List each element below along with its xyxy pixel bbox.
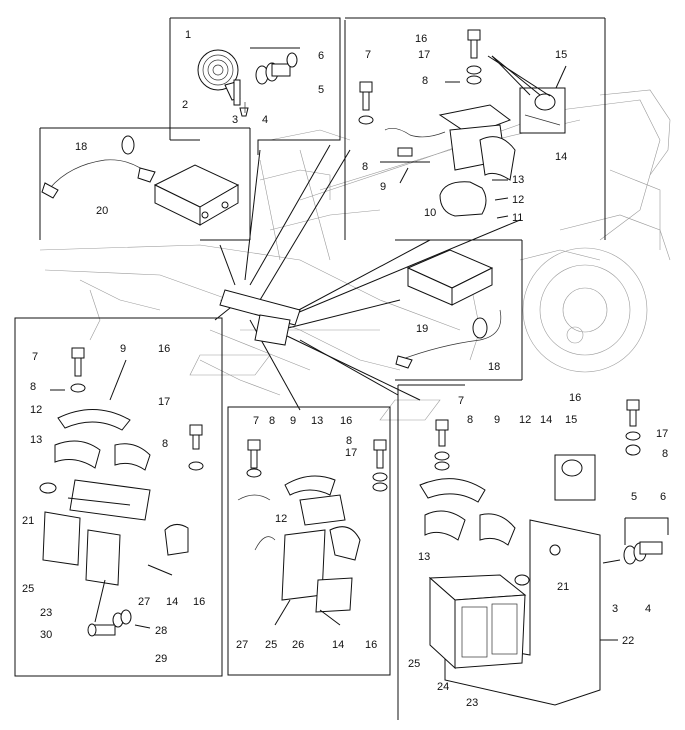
callout-label-c8: 8 bbox=[269, 415, 275, 427]
callout-label-l16: 16 bbox=[158, 343, 170, 355]
vehicle-background bbox=[39, 89, 671, 421]
callout-label-r18: 18 bbox=[75, 141, 87, 153]
callout-label-h3: 3 bbox=[232, 114, 238, 126]
callout-label-b3: 3 bbox=[612, 603, 618, 615]
callout-label-l30: 30 bbox=[40, 629, 52, 641]
callout-label-t14: 14 bbox=[555, 151, 567, 163]
callout-label-b8b: 8 bbox=[662, 448, 668, 460]
callout-label-c13: 13 bbox=[311, 415, 323, 427]
callout-label-c16: 16 bbox=[340, 415, 352, 427]
bolt-assembly-icon-bottom bbox=[623, 541, 663, 565]
callout-label-b4: 4 bbox=[645, 603, 651, 615]
callout-label-c8b: 8 bbox=[346, 435, 352, 447]
callout-label-t13: 13 bbox=[512, 174, 524, 186]
callout-label-b7: 7 bbox=[458, 395, 464, 407]
callout-label-l12: 12 bbox=[30, 404, 42, 416]
callout-label-l21: 21 bbox=[22, 515, 34, 527]
callout-label-t7: 7 bbox=[365, 49, 371, 61]
callout-label-b13: 13 bbox=[418, 551, 430, 563]
callout-label-h4: 4 bbox=[262, 114, 268, 126]
callout-label-l23: 23 bbox=[40, 607, 52, 619]
callout-label-h5: 5 bbox=[318, 84, 324, 96]
callout-label-h1: 1 bbox=[185, 29, 191, 41]
left-assembly-frame bbox=[14, 317, 223, 677]
callout-label-b21: 21 bbox=[557, 581, 569, 593]
callout-label-l8b: 8 bbox=[162, 438, 168, 450]
horn-detail-frame bbox=[169, 17, 341, 155]
callout-label-t8b: 8 bbox=[362, 161, 368, 173]
connector-lines bbox=[214, 144, 521, 411]
callout-label-c17: 17 bbox=[345, 447, 357, 459]
callout-label-l16b: 16 bbox=[193, 596, 205, 608]
center-assembly-frame bbox=[227, 406, 391, 676]
callout-label-t10: 10 bbox=[424, 207, 436, 219]
callout-label-h6: 6 bbox=[318, 50, 324, 62]
callout-label-c26: 26 bbox=[292, 639, 304, 651]
left-callouts: 7 9 16 8 17 12 8 13 21 25 23 27 14 16 30 28 29 bbox=[22, 343, 205, 665]
callout-label-b15: 15 bbox=[565, 414, 577, 426]
callout-label-l27: 27 bbox=[138, 596, 150, 608]
horn-callouts: 1 2 3 4 5 6 bbox=[182, 29, 324, 126]
relay-box-icon bbox=[153, 164, 240, 226]
bolt-icon-left bbox=[358, 81, 374, 125]
callout-label-b23: 23 bbox=[466, 697, 478, 709]
callout-label-t15: 15 bbox=[555, 49, 567, 61]
callout-label-c14: 14 bbox=[332, 639, 344, 651]
callout-label-l17: 17 bbox=[158, 396, 170, 408]
callout-label-h2: 2 bbox=[182, 99, 188, 111]
callout-label-l9: 9 bbox=[120, 343, 126, 355]
callout-label-m19: 19 bbox=[416, 323, 428, 335]
callout-label-b14: 14 bbox=[540, 414, 552, 426]
horn-icon bbox=[197, 49, 241, 106]
callout-label-t9: 9 bbox=[380, 181, 386, 193]
callout-label-l29: 29 bbox=[155, 653, 167, 665]
bolt-icon bbox=[466, 29, 482, 85]
callout-label-t16: 16 bbox=[415, 33, 427, 45]
callout-label-t11: 11 bbox=[512, 212, 523, 224]
callout-label-b9: 9 bbox=[494, 414, 500, 426]
relay-top-frame bbox=[39, 127, 251, 241]
bolt-icon-30 bbox=[87, 609, 132, 637]
callout-label-b12: 12 bbox=[519, 414, 531, 426]
callout-label-c27: 27 bbox=[236, 639, 248, 651]
callout-label-b17: 17 bbox=[656, 428, 668, 440]
callout-label-b5: 5 bbox=[631, 491, 637, 503]
callout-label-l25: 25 bbox=[22, 583, 34, 595]
bolt-assembly-icon bbox=[255, 52, 298, 85]
callout-label-t17: 17 bbox=[418, 49, 430, 61]
callout-label-t8a: 8 bbox=[422, 75, 428, 87]
callout-label-l13: 13 bbox=[30, 434, 42, 446]
callout-label-c25: 25 bbox=[265, 639, 277, 651]
callout-label-r20: 20 bbox=[96, 205, 108, 217]
callout-label-t12: 12 bbox=[512, 194, 524, 206]
callout-label-c7: 7 bbox=[253, 415, 259, 427]
callout-label-b16: 16 bbox=[569, 392, 581, 404]
top-right-detail-frame bbox=[344, 17, 606, 240]
relay-mid-frame bbox=[395, 239, 523, 381]
callout-label-b24: 24 bbox=[437, 681, 449, 693]
callout-label-b6: 6 bbox=[660, 491, 666, 503]
callout-label-l28: 28 bbox=[155, 625, 167, 637]
lamp-housing-icon bbox=[428, 574, 527, 670]
callout-label-b22: 22 bbox=[622, 635, 634, 647]
callout-label-l7: 7 bbox=[32, 351, 38, 363]
callout-label-b25: 25 bbox=[408, 658, 420, 670]
callout-label-b8: 8 bbox=[467, 414, 473, 426]
callout-label-c9: 9 bbox=[290, 415, 296, 427]
bottom-right-assembly bbox=[397, 384, 669, 720]
callout-label-l14: 14 bbox=[166, 596, 178, 608]
callout-label-l8a: 8 bbox=[30, 381, 36, 393]
callout-label-m18: 18 bbox=[488, 361, 500, 373]
relay-box-icon-mid bbox=[406, 249, 494, 306]
callout-label-c16b: 16 bbox=[365, 639, 377, 651]
callout-label-c12: 12 bbox=[275, 513, 287, 525]
